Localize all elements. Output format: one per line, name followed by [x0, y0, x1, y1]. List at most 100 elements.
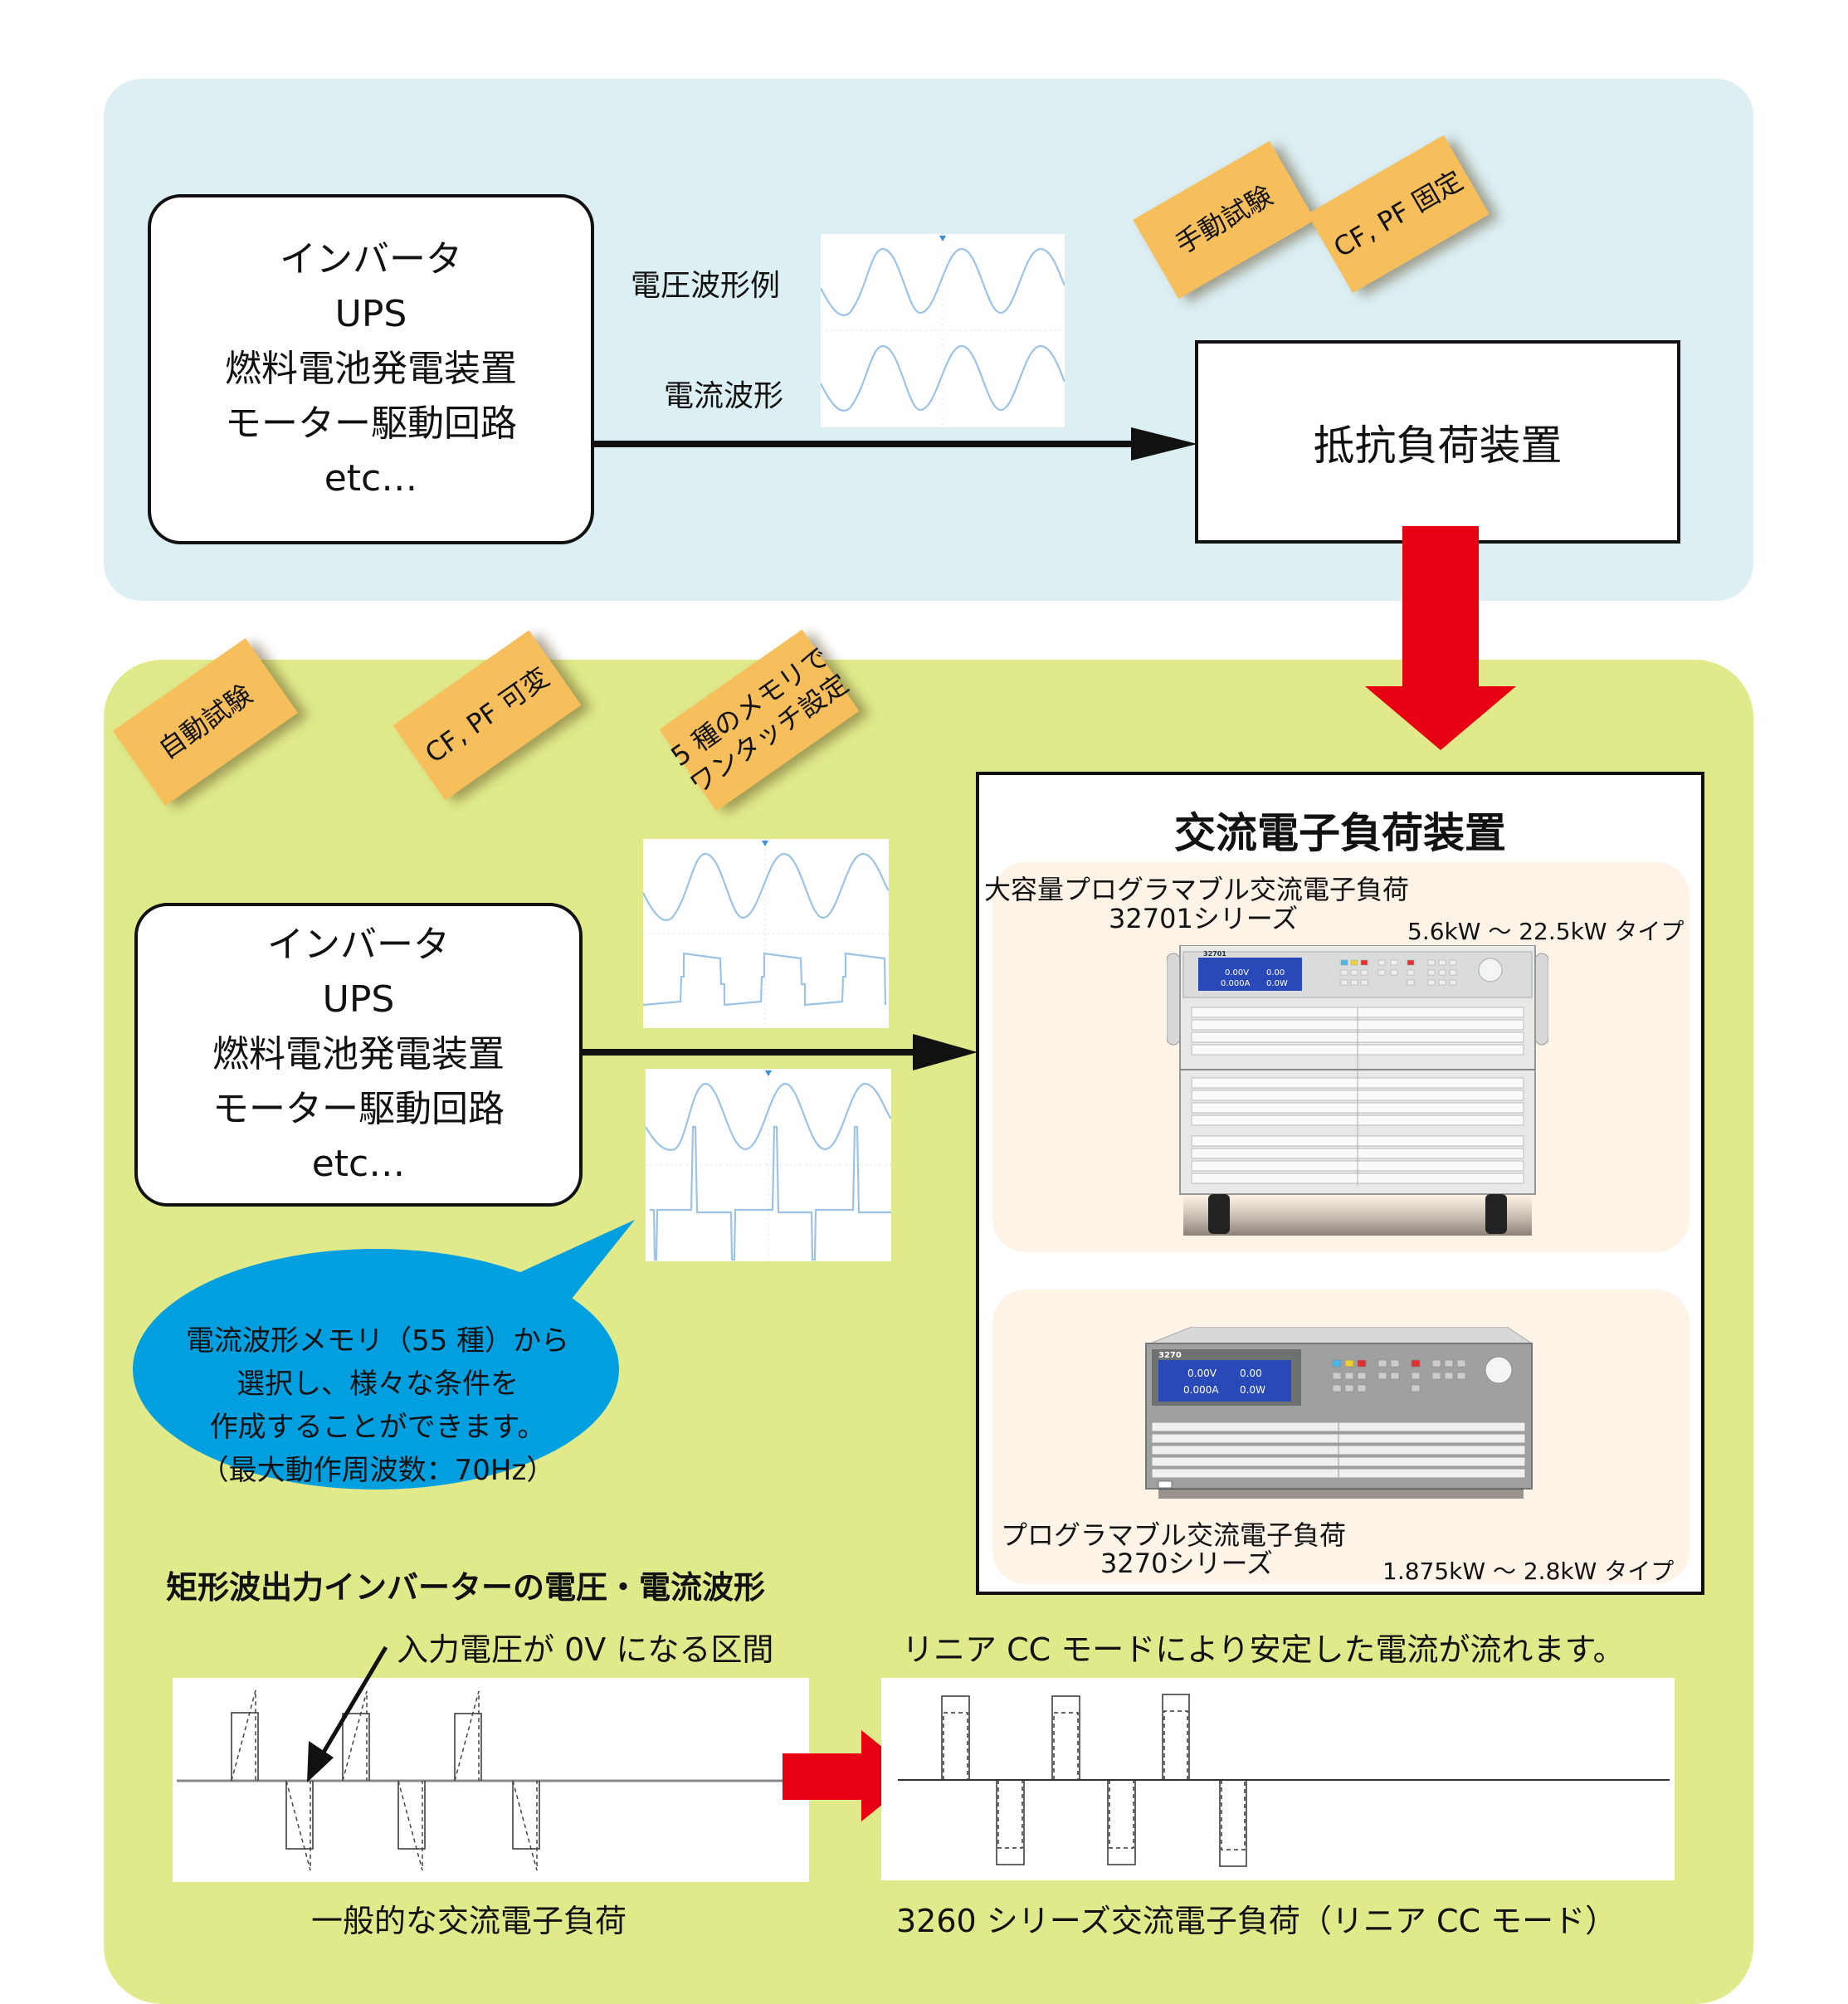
- voltage-level: [1163, 1710, 1188, 1780]
- trigger-marker-icon: [765, 1070, 772, 1076]
- callout-line: 選択し、様々な条件を: [236, 1368, 519, 1401]
- waveform-section-heading: 矩形波出力インバーターの電圧・電流波形: [166, 1569, 766, 1606]
- lcd-display: [1198, 958, 1302, 991]
- source-line: モーター駆動回路: [225, 402, 517, 445]
- linear-cc-load-caption: 3260 シリーズ交流電子負荷（リニア CC モード）: [896, 1903, 1617, 1939]
- display-voltage: 0.00V: [1187, 1368, 1217, 1379]
- current-pulse-negative: [996, 1780, 1025, 1865]
- current-trace: [650, 1125, 891, 1261]
- display-power: 0.0W: [1240, 1384, 1265, 1396]
- current-pulse-positive: [342, 1713, 370, 1781]
- display-current: 0.000A: [1183, 1384, 1219, 1396]
- source-line: 燃料電池発電装置: [212, 1033, 505, 1075]
- trigger-marker-icon: [939, 236, 946, 241]
- resistive-load-box: 抵抗負荷装置: [1195, 340, 1680, 544]
- callout-line: 電流波形メモリ（55 種）から: [185, 1324, 570, 1358]
- knob-icon: [1485, 1356, 1513, 1384]
- voltage-ramp: [342, 1690, 368, 1782]
- red-down-arrow: [1365, 526, 1516, 750]
- voltage-trace: [643, 852, 889, 921]
- tag-label: 手動試験: [1170, 179, 1278, 261]
- voltage-level: [997, 1780, 1023, 1849]
- voltage-trace: [646, 1082, 891, 1151]
- source-line: etc…: [324, 457, 418, 500]
- current-trace: [643, 952, 887, 1007]
- product-image-32701: 32701 0.00V 0.00 0.000A 0.0W: [1167, 945, 1548, 1236]
- current-trace: [821, 344, 1065, 412]
- product-card-3270: 3270 0.00V 0.00 0.000A 0.0W プログラマブル交流電子: [992, 1290, 1690, 1585]
- general-load-waveform-svg: [177, 1690, 809, 1871]
- display-pf: 0.00: [1240, 1368, 1262, 1379]
- display-current: 0.000A: [1221, 979, 1251, 988]
- product-range: 1.875kW ～ 2.8kW タイプ: [1382, 1558, 1675, 1585]
- source-line: etc…: [311, 1143, 406, 1185]
- model-label: 32701: [1203, 950, 1226, 958]
- source-line: UPS: [322, 978, 395, 1021]
- display-pf: 0.00: [1266, 968, 1285, 978]
- product-card-32701: 大容量プログラマブル交流電子負荷 32701シリーズ 5.6kW ～ 22.5k…: [984, 862, 1690, 1252]
- general-load-waveform-chart: [173, 1678, 809, 1882]
- display-power: 0.0W: [1266, 979, 1288, 988]
- linear-cc-waveform-svg: [898, 1694, 1670, 1867]
- caster-wheel: [1208, 1194, 1230, 1234]
- linear-cc-waveform-chart: [881, 1678, 1675, 1880]
- current-pulse-positive: [1051, 1695, 1080, 1780]
- scope-square-svg: [643, 839, 889, 1028]
- current-pulse-positive: [454, 1713, 482, 1781]
- linear-cc-note: リニア CC モードにより安定した電流が流れます。: [902, 1631, 1625, 1668]
- current-pulse-negative: [512, 1781, 540, 1850]
- current-pulse-positive: [941, 1695, 970, 1780]
- product-series: 3270シリーズ: [1100, 1548, 1273, 1579]
- top-source-box: インバータ UPS 燃料電池発電装置 モーター駆動回路 etc…: [148, 194, 594, 544]
- device-box-title: 交流電子負荷装置: [1174, 809, 1506, 857]
- product-series: 32701シリーズ: [1109, 903, 1299, 934]
- scope-square-current: [643, 839, 889, 1028]
- source-line: UPS: [334, 293, 407, 335]
- model-label: 3270: [1158, 1351, 1182, 1360]
- voltage-ramp: [397, 1780, 423, 1871]
- voltage-level: [1109, 1780, 1134, 1849]
- knob-icon: [1478, 958, 1503, 982]
- power-switch: [1158, 1480, 1173, 1489]
- current-pulse-negative: [397, 1781, 426, 1850]
- voltage-level: [1053, 1712, 1079, 1780]
- callout-text: 電流波形メモリ（55 種）から 選択し、様々な条件を 作成することができます。 …: [133, 1319, 622, 1492]
- trigger-marker-icon: [762, 841, 768, 846]
- current-pulse-negative: [285, 1781, 314, 1850]
- scope-distorted-svg: [646, 1069, 891, 1261]
- zero-volt-note: 入力電圧が 0V になる区間: [397, 1631, 774, 1668]
- voltage-ramp: [512, 1780, 538, 1871]
- product-image-3270: 3270 0.00V 0.00 0.000A 0.0W: [1145, 1327, 1533, 1499]
- zero-volt-pointer-arrow: [307, 1646, 388, 1782]
- callout-line: （最大動作周波数：70Hz）: [200, 1454, 555, 1487]
- bottom-source-box: インバータ UPS 燃料電池発電装置 モーター駆動回路 etc…: [134, 903, 583, 1207]
- source-line: インバータ: [280, 238, 462, 280]
- general-load-caption: 一般的な交流電子負荷: [311, 1903, 627, 1939]
- source-line: 燃料電池発電装置: [225, 348, 517, 390]
- top-flow-arrow: [592, 427, 1197, 461]
- current-pulse-positive: [1162, 1694, 1190, 1780]
- callout-bubble: [133, 1220, 635, 1490]
- display-voltage: 0.00V: [1225, 968, 1249, 978]
- current-pulse-positive: [231, 1712, 259, 1781]
- bottom-flow-arrow: [581, 1034, 978, 1070]
- ac-electronic-load-box: 交流電子負荷装置 大容量プログラマブル交流電子負荷 32701シリーズ 5.6k…: [976, 772, 1704, 1595]
- current-pulse-negative: [1219, 1780, 1247, 1867]
- source-line: モーター駆動回路: [212, 1088, 505, 1130]
- voltage-ramp: [231, 1690, 256, 1782]
- current-pulse-negative: [1107, 1780, 1136, 1865]
- voltage-waveform-label: 電圧波形例: [631, 269, 781, 303]
- product-range: 5.6kW ～ 22.5kW タイプ: [1407, 918, 1685, 945]
- source-line: インバータ: [267, 924, 450, 966]
- current-waveform-label: 電流波形: [664, 379, 784, 413]
- voltage-level: [1221, 1780, 1246, 1850]
- caster-wheel: [1485, 1194, 1507, 1234]
- scope-distorted-current: [646, 1069, 891, 1261]
- voltage-trace: [821, 247, 1065, 316]
- voltage-level: [943, 1712, 968, 1780]
- voltage-ramp: [454, 1690, 480, 1782]
- voltage-ramp: [285, 1780, 311, 1871]
- lcd-display: [1158, 1360, 1291, 1402]
- scope-sine-svg: [821, 234, 1065, 427]
- product-name: プログラマブル交流電子負荷: [1001, 1519, 1347, 1551]
